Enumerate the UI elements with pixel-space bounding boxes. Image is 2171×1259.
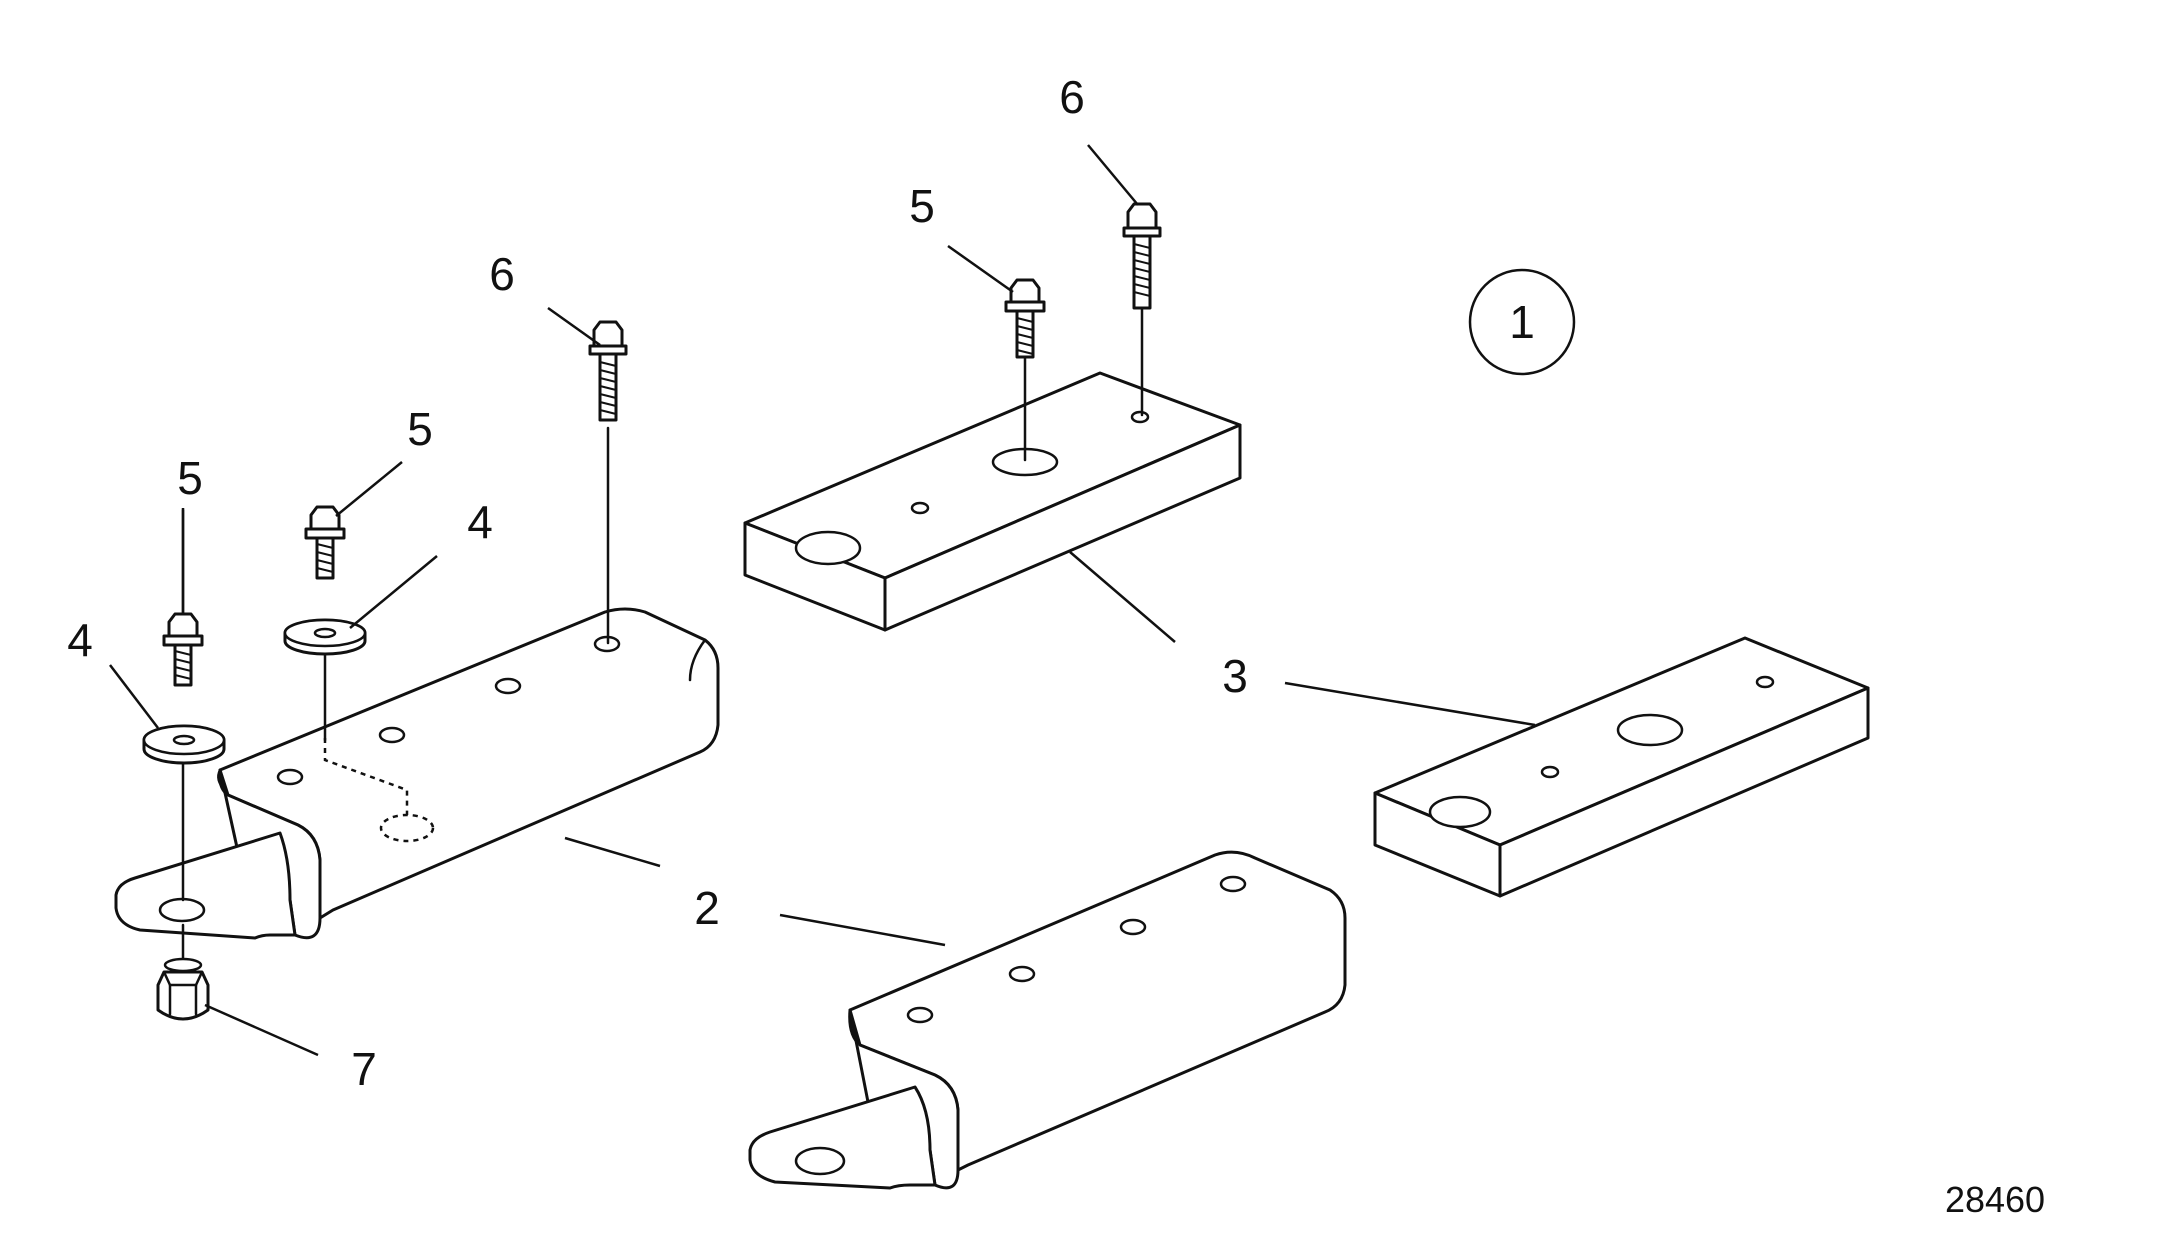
callout-6-top: 6 xyxy=(1059,71,1085,123)
callout-2-right: 2 xyxy=(694,882,720,934)
callout-3: 3 xyxy=(1222,650,1248,702)
pad-upper xyxy=(743,371,1242,632)
leader-lines xyxy=(109,144,1536,1057)
bolt-6-top xyxy=(1122,202,1162,310)
callout-6-left: 6 xyxy=(489,248,515,300)
callout-5-left: 5 xyxy=(177,452,203,504)
figure-number: 28460 xyxy=(1945,1179,2045,1220)
variant-marker: 1 xyxy=(1468,268,1576,376)
callout-5-mid: 5 xyxy=(407,403,433,455)
callout-4-left: 4 xyxy=(67,614,93,666)
callout-4-mid: 4 xyxy=(467,496,493,548)
washer-4-left xyxy=(142,724,226,765)
variant-marker-label: 1 xyxy=(1509,296,1535,348)
bolt-5-left xyxy=(162,612,204,687)
callout-numbers: 6 5 6 5 5 4 4 3 2 7 xyxy=(67,71,1248,1095)
bolt-5-top xyxy=(1004,278,1046,359)
washer-4-mid xyxy=(283,618,367,656)
bracket-left xyxy=(114,607,720,940)
callout-5-top: 5 xyxy=(909,180,935,232)
bolt-6-left xyxy=(588,320,628,422)
callout-7: 7 xyxy=(351,1043,377,1095)
bolt-5-mid xyxy=(304,505,346,580)
nut-7 xyxy=(156,957,210,1021)
pad-lower xyxy=(1373,636,1870,898)
bracket-right xyxy=(748,850,1347,1190)
